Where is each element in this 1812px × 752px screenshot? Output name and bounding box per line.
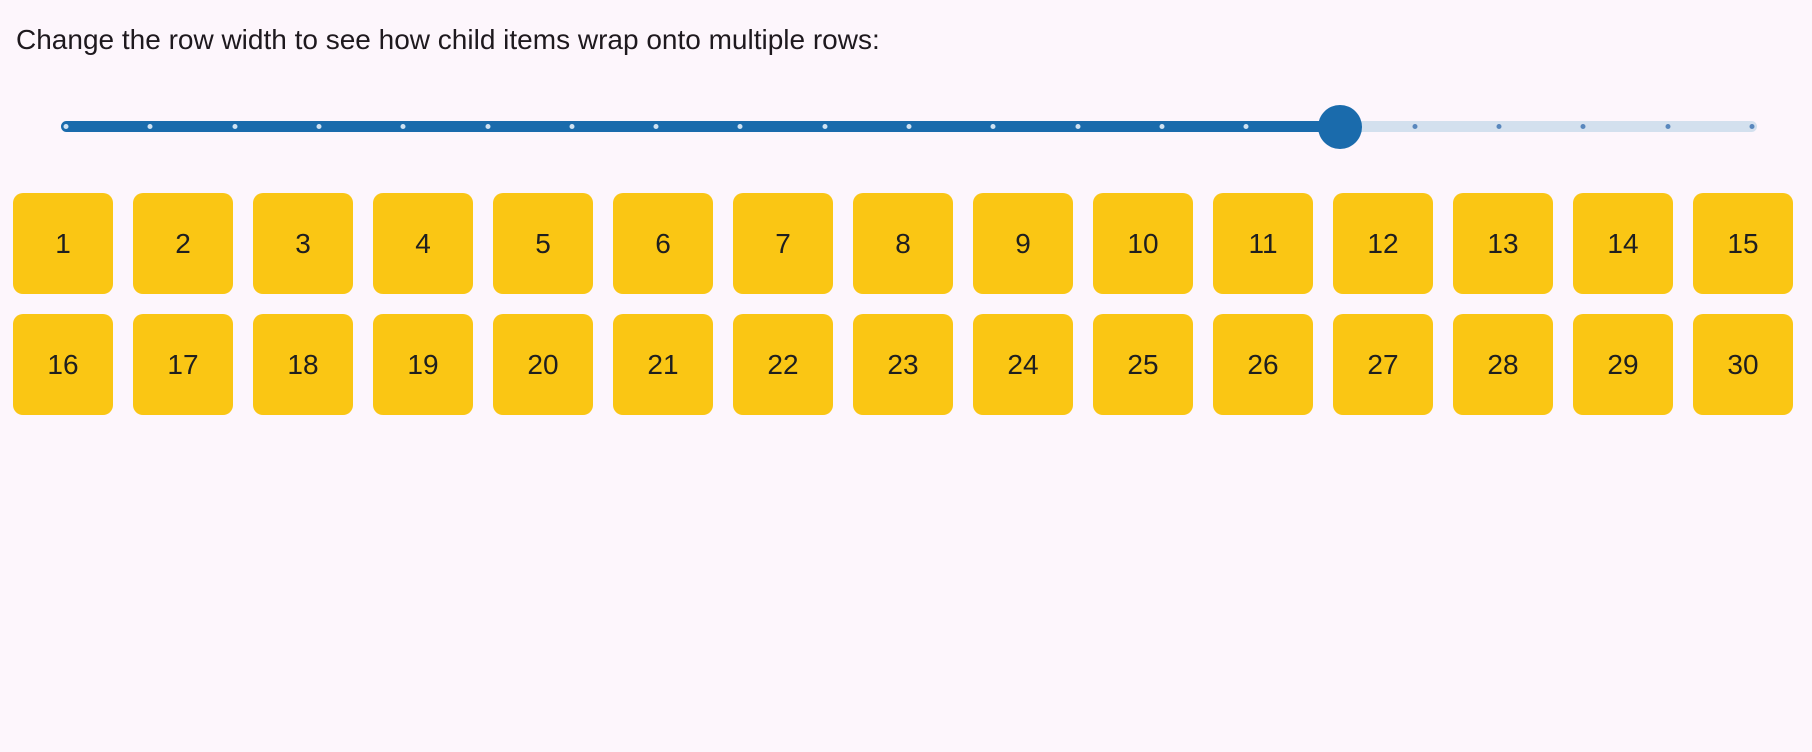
slider-tick bbox=[990, 124, 996, 129]
slider-thumb[interactable] bbox=[1317, 105, 1362, 149]
grid-item: 1 bbox=[13, 193, 113, 294]
slider-tick bbox=[63, 124, 69, 129]
slider-tick bbox=[906, 124, 912, 129]
slider-tick bbox=[737, 124, 743, 129]
slider-tick bbox=[147, 124, 153, 129]
slider-tick bbox=[1243, 124, 1249, 129]
grid-item: 13 bbox=[1453, 193, 1553, 294]
slider-tick bbox=[1496, 124, 1502, 129]
grid-item: 24 bbox=[973, 314, 1073, 415]
grid-item: 17 bbox=[133, 314, 233, 415]
slider-tick bbox=[1580, 124, 1586, 129]
grid-item: 4 bbox=[373, 193, 473, 294]
grid-item: 18 bbox=[253, 314, 353, 415]
grid-item: 14 bbox=[1573, 193, 1673, 294]
grid-item: 11 bbox=[1213, 193, 1313, 294]
grid-item: 22 bbox=[733, 314, 833, 415]
slider-track-fill bbox=[61, 121, 1340, 132]
grid-item: 3 bbox=[253, 193, 353, 294]
grid-item: 8 bbox=[853, 193, 953, 294]
grid-item: 12 bbox=[1333, 193, 1433, 294]
slider-tick bbox=[569, 124, 575, 129]
grid-item: 28 bbox=[1453, 314, 1553, 415]
grid-item: 16 bbox=[13, 314, 113, 415]
row-width-slider[interactable] bbox=[61, 105, 1757, 149]
grid-item: 9 bbox=[973, 193, 1073, 294]
slider-tick bbox=[822, 124, 828, 129]
grid-item: 2 bbox=[133, 193, 233, 294]
slider-tick bbox=[485, 124, 490, 129]
grid-item: 23 bbox=[853, 314, 953, 415]
grid-item: 25 bbox=[1093, 314, 1193, 415]
slider-tick bbox=[1665, 124, 1671, 129]
slider-tick bbox=[400, 124, 406, 129]
slider-tick bbox=[1412, 124, 1418, 129]
grid-item: 6 bbox=[613, 193, 713, 294]
grid-item: 20 bbox=[493, 314, 593, 415]
grid-item: 21 bbox=[613, 314, 713, 415]
grid-item: 5 bbox=[493, 193, 593, 294]
grid-item: 15 bbox=[1693, 193, 1793, 294]
grid-item: 10 bbox=[1093, 193, 1193, 294]
slider-tick bbox=[232, 124, 238, 129]
slider-tick bbox=[1159, 124, 1165, 129]
slider-tick bbox=[316, 124, 322, 129]
grid-item: 7 bbox=[733, 193, 833, 294]
grid-item: 30 bbox=[1693, 314, 1793, 415]
grid-item: 29 bbox=[1573, 314, 1673, 415]
slider-track[interactable] bbox=[61, 121, 1757, 132]
slider-tick bbox=[1749, 124, 1755, 129]
page-title: Change the row width to see how child it… bbox=[16, 24, 880, 55]
slider-tick bbox=[1075, 124, 1081, 129]
slider-ticks bbox=[63, 121, 1755, 132]
grid-item: 27 bbox=[1333, 314, 1433, 415]
grid-item: 26 bbox=[1213, 314, 1313, 415]
grid-item: 19 bbox=[373, 314, 473, 415]
slider-tick bbox=[653, 124, 659, 129]
